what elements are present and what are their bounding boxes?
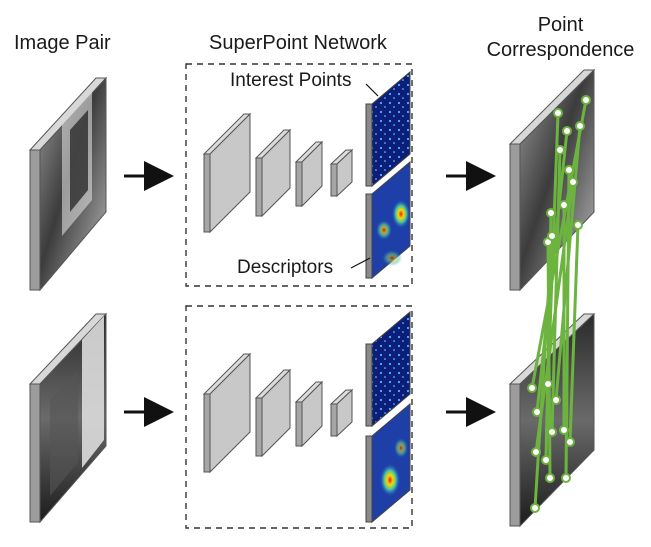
- conv-layer: [254, 368, 292, 458]
- match-line: [535, 130, 569, 413]
- match-point: [551, 395, 561, 405]
- input-image-top: [28, 76, 108, 292]
- match-point: [565, 437, 575, 447]
- match-point: [543, 379, 553, 389]
- match-line: [568, 224, 580, 443]
- conv-layers-top: [202, 112, 354, 234]
- match-point: [545, 473, 555, 483]
- correspondence-label-line1: Point: [537, 14, 584, 36]
- match-point: [564, 165, 574, 175]
- descriptor-map-top: [365, 160, 411, 280]
- network-box-top: [185, 63, 413, 287]
- match-point: [532, 407, 542, 417]
- match-point: [527, 383, 537, 393]
- conv-layer: [294, 140, 324, 208]
- image-pair-label: Image Pair: [14, 32, 111, 54]
- match-point: [547, 427, 557, 437]
- conv-layer: [202, 352, 252, 474]
- match-point: [530, 503, 540, 513]
- match-point: [546, 208, 556, 218]
- conv-layer: [294, 380, 324, 448]
- match-point: [559, 200, 569, 210]
- interest-points-label: Interest Points: [230, 70, 352, 91]
- match-point: [555, 145, 565, 155]
- match-points: [527, 95, 591, 513]
- correspondence-label-line2: Correspondence: [486, 39, 635, 61]
- match-point: [553, 108, 563, 118]
- match-point: [541, 455, 551, 465]
- conv-layer: [329, 148, 354, 198]
- match-point: [581, 95, 591, 105]
- conv-layer: [254, 128, 292, 218]
- interest-point-map-bottom: [365, 310, 411, 428]
- match-point: [575, 121, 585, 131]
- descriptors-label: Descriptors: [237, 257, 334, 278]
- conv-layer: [329, 388, 354, 438]
- match-point: [561, 473, 571, 483]
- conv-layer: [202, 112, 252, 234]
- match-point: [547, 231, 557, 241]
- match-lines: [530, 99, 588, 509]
- descriptor-map-bottom: [365, 402, 411, 524]
- conv-layers-bottom: [202, 352, 354, 474]
- network-label: SuperPoint Network: [209, 32, 387, 54]
- network-box-bottom: [185, 305, 413, 529]
- match-point: [562, 126, 572, 136]
- match-point: [573, 220, 583, 230]
- correspondence-label: Point Correspondence: [478, 13, 643, 63]
- descriptors-leader: [350, 257, 371, 269]
- input-image-bottom: [28, 312, 108, 524]
- match-point: [559, 425, 569, 435]
- match-point: [568, 177, 578, 187]
- interest-point-map-top: [365, 70, 411, 188]
- match-point: [531, 447, 541, 457]
- match-line: [550, 149, 562, 433]
- match-line: [533, 235, 554, 509]
- interest-points-leader: [365, 83, 379, 97]
